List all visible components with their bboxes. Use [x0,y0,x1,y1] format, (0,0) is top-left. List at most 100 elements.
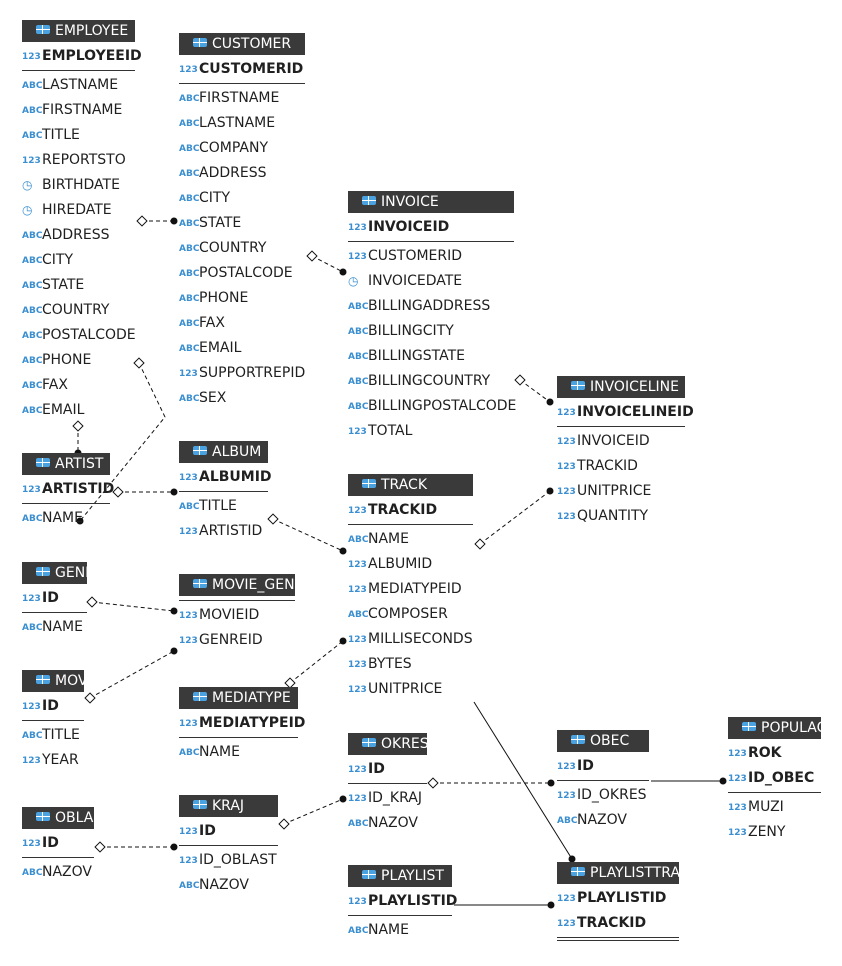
column[interactable]: ABCCOMPOSER [348,602,473,627]
column[interactable]: 123QUANTITY [557,504,685,529]
column[interactable]: 123UNITPRICE [557,479,685,504]
table-header[interactable]: OKRES [348,733,427,755]
column[interactable]: 123BYTES [348,652,473,677]
column[interactable]: ABCSTATE [22,273,135,298]
relation-employee-artist[interactable] [72,420,84,457]
column[interactable]: ABCCOMPANY [179,136,305,161]
table-header[interactable]: ALBUM [179,441,268,463]
table-header[interactable]: GENRE [22,562,87,584]
column[interactable]: 123ID_OKRES [557,783,649,808]
primary-key-column[interactable]: 123ID [22,586,87,611]
column[interactable]: 123ID_KRAJ [348,786,427,811]
relation-genre-movie_genre[interactable] [86,596,178,615]
column[interactable]: 123ID_OBLAST [179,848,278,873]
column[interactable]: ABCBILLINGPOSTALCODE [348,394,516,419]
table-header[interactable]: PLAYLIST [348,865,452,887]
table-header[interactable]: TRACK [348,474,473,496]
column[interactable]: ABCNAZOV [348,811,427,836]
column[interactable]: ABCPOSTALCODE [179,261,305,286]
table-header[interactable]: MEDIATYPE [179,687,298,709]
column[interactable]: ◷BIRTHDATE [22,173,135,198]
primary-key-column[interactable]: 123ALBUMID [179,465,272,490]
column[interactable]: ABCPHONE [22,348,135,373]
primary-key-column[interactable]: 123ROK [728,741,821,766]
column[interactable]: 123TRACKID [557,454,685,479]
column[interactable]: ABCTITLE [22,123,135,148]
relation-album-track[interactable] [267,513,347,555]
table-header[interactable]: MOVIE_GENRE [179,574,295,596]
column[interactable]: ABCTITLE [22,723,84,748]
column[interactable]: ABCSTATE [179,211,305,236]
column[interactable]: ABCNAZOV [557,808,649,833]
column[interactable]: ABCPOSTALCODE [22,323,136,348]
table-header[interactable]: MOVIE [22,670,84,692]
column[interactable]: 123MEDIATYPEID [348,577,473,602]
column[interactable]: ABCBILLINGADDRESS [348,294,514,319]
column[interactable]: 123GENREID [179,628,295,653]
column[interactable]: 123REPORTSTO [22,148,135,173]
table-playlisttrack[interactable]: PLAYLISTTRACK123PLAYLISTID123TRACKID [557,862,679,943]
column[interactable]: 123MILLISECONDS [348,627,473,652]
relation-track-invoiceline[interactable] [474,487,554,550]
primary-key-column[interactable]: 123ID [557,754,649,779]
relation-okres-obec[interactable] [427,777,555,789]
column[interactable]: ◷INVOICEDATE [348,269,514,294]
relation-movie-movie_genre[interactable] [84,647,178,704]
column[interactable]: ABCSEX [179,386,305,411]
relation-customer-invoice[interactable] [306,250,347,276]
relation-invoice-invoiceline[interactable] [514,374,554,406]
primary-key-column[interactable]: 123TRACKID [557,911,679,936]
primary-key-column[interactable]: 123ARTISTID [22,477,114,502]
relation-obec-populacia[interactable] [651,777,727,785]
primary-key-column[interactable]: 123INVOICEID [348,215,514,240]
column[interactable]: ABCCOUNTRY [179,236,305,261]
table-header[interactable]: OBLAST [22,807,94,829]
column[interactable]: 123UNITPRICE [348,677,473,702]
primary-key-column[interactable]: 123TRACKID [348,498,473,523]
column[interactable]: ABCLASTNAME [179,111,305,136]
column[interactable]: ABCNAME [22,615,87,640]
column[interactable]: 123MUZI [728,795,821,820]
column[interactable]: ABCADDRESS [179,161,305,186]
table-header[interactable]: ARTIST [22,453,110,475]
table-header[interactable]: INVOICELINE [557,376,685,398]
column[interactable]: ABCFAX [179,311,305,336]
column[interactable]: ABCADDRESS [22,223,135,248]
column[interactable]: 123INVOICEID [557,429,685,454]
column[interactable]: ABCBILLINGCITY [348,319,514,344]
primary-key-column[interactable]: 123MEDIATYPEID [179,711,305,736]
column[interactable]: ABCBILLINGSTATE [348,344,514,369]
column[interactable]: ABCEMAIL [179,336,305,361]
column[interactable]: 123MOVIEID [179,603,295,628]
column[interactable]: ABCCOUNTRY [22,298,135,323]
column[interactable]: 123ALBUMID [348,552,473,577]
column[interactable]: ABCBILLINGCOUNTRY [348,369,514,394]
relation-employee-customer[interactable] [136,215,178,227]
relation-playlist-playlisttrack[interactable] [454,901,555,909]
primary-key-column[interactable]: 123CUSTOMERID [179,57,305,82]
table-header[interactable]: KRAJ [179,795,278,817]
table-movie[interactable]: MOVIE123IDABCTITLE123YEAR [22,670,84,773]
primary-key-column[interactable]: 123EMPLOYEEID [22,44,142,69]
relation-artist-album[interactable] [112,486,178,498]
column[interactable]: ABCFIRSTNAME [22,98,135,123]
primary-key-column[interactable]: 123PLAYLISTID [557,886,679,911]
table-oblast[interactable]: OBLAST123IDABCNAZOV [22,807,94,885]
table-genre[interactable]: GENRE123ID ABCNAME [22,562,87,640]
column[interactable]: 123YEAR [22,748,84,773]
primary-key-column[interactable]: 123ID [348,757,427,782]
table-header[interactable]: POPULACIA [728,717,821,739]
column[interactable]: ABCNAZOV [22,860,94,885]
column[interactable]: 123TOTAL [348,419,514,444]
